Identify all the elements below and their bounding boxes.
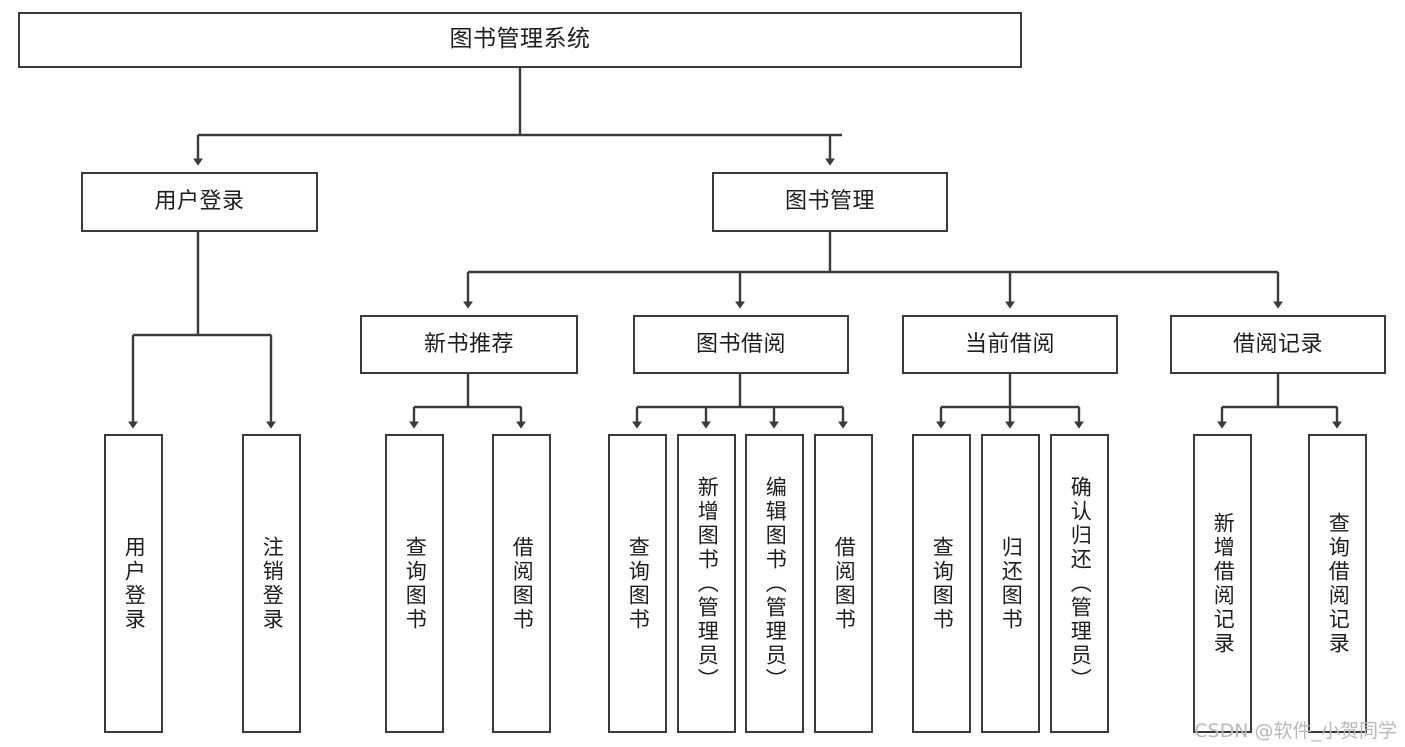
- node-leaf-return-book[interactable]: 归还图书: [981, 434, 1040, 733]
- node-leaf-query-record-label: 查询借阅记录: [1326, 511, 1351, 656]
- node-leaf-return-book-label: 归还图书: [999, 535, 1024, 632]
- node-leaf-borrow-book-2-label: 借阅图书: [832, 535, 857, 632]
- node-root-system-label: 图书管理系统: [449, 26, 591, 53]
- node-leaf-query-book-1-label: 查询图书: [403, 535, 428, 632]
- node-leaf-edit-book-label: 编辑图书（管理员）: [763, 475, 788, 692]
- node-leaf-query-book-3-label: 查询图书: [930, 535, 955, 632]
- node-leaf-borrow-book-1[interactable]: 借阅图书: [492, 434, 551, 733]
- node-book-manage[interactable]: 图书管理: [712, 172, 948, 232]
- node-current-borrow[interactable]: 当前借阅: [902, 315, 1118, 374]
- node-leaf-query-record[interactable]: 查询借阅记录: [1308, 434, 1367, 733]
- node-leaf-query-book-2[interactable]: 查询图书: [608, 434, 667, 733]
- node-leaf-edit-book[interactable]: 编辑图书（管理员）: [745, 434, 804, 733]
- node-current-borrow-label: 当前借阅: [964, 331, 1055, 357]
- node-leaf-borrow-book-2[interactable]: 借阅图书: [814, 434, 873, 733]
- node-borrow-record[interactable]: 借阅记录: [1170, 315, 1386, 374]
- node-book-borrow-label: 图书借阅: [695, 331, 786, 357]
- node-leaf-add-book-label: 新增图书（管理员）: [695, 475, 720, 692]
- node-new-book-recommend[interactable]: 新书推荐: [360, 315, 578, 374]
- node-leaf-logout-label: 注销登录: [260, 535, 285, 632]
- node-leaf-confirm-return-label: 确认归还（管理员）: [1068, 475, 1093, 692]
- node-leaf-add-record[interactable]: 新增借阅记录: [1193, 434, 1252, 733]
- node-user-login-label: 用户登录: [154, 189, 245, 215]
- node-leaf-borrow-book-1-label: 借阅图书: [510, 535, 535, 632]
- node-borrow-record-label: 借阅记录: [1232, 331, 1323, 357]
- node-leaf-query-book-1[interactable]: 查询图书: [385, 434, 444, 733]
- node-leaf-add-book[interactable]: 新增图书（管理员）: [677, 434, 736, 733]
- node-new-book-recommend-label: 新书推荐: [423, 331, 514, 357]
- node-book-manage-label: 图书管理: [784, 189, 875, 215]
- node-leaf-logout[interactable]: 注销登录: [242, 434, 301, 733]
- node-leaf-user-login[interactable]: 用户登录: [104, 434, 163, 733]
- node-leaf-query-book-2-label: 查询图书: [626, 535, 651, 632]
- node-leaf-confirm-return[interactable]: 确认归还（管理员）: [1050, 434, 1109, 733]
- node-root-system[interactable]: 图书管理系统: [18, 12, 1022, 68]
- node-user-login[interactable]: 用户登录: [81, 172, 318, 232]
- node-book-borrow[interactable]: 图书借阅: [633, 315, 849, 374]
- node-leaf-add-record-label: 新增借阅记录: [1211, 511, 1236, 656]
- node-leaf-user-login-label: 用户登录: [122, 535, 147, 632]
- node-leaf-query-book-3[interactable]: 查询图书: [912, 434, 971, 733]
